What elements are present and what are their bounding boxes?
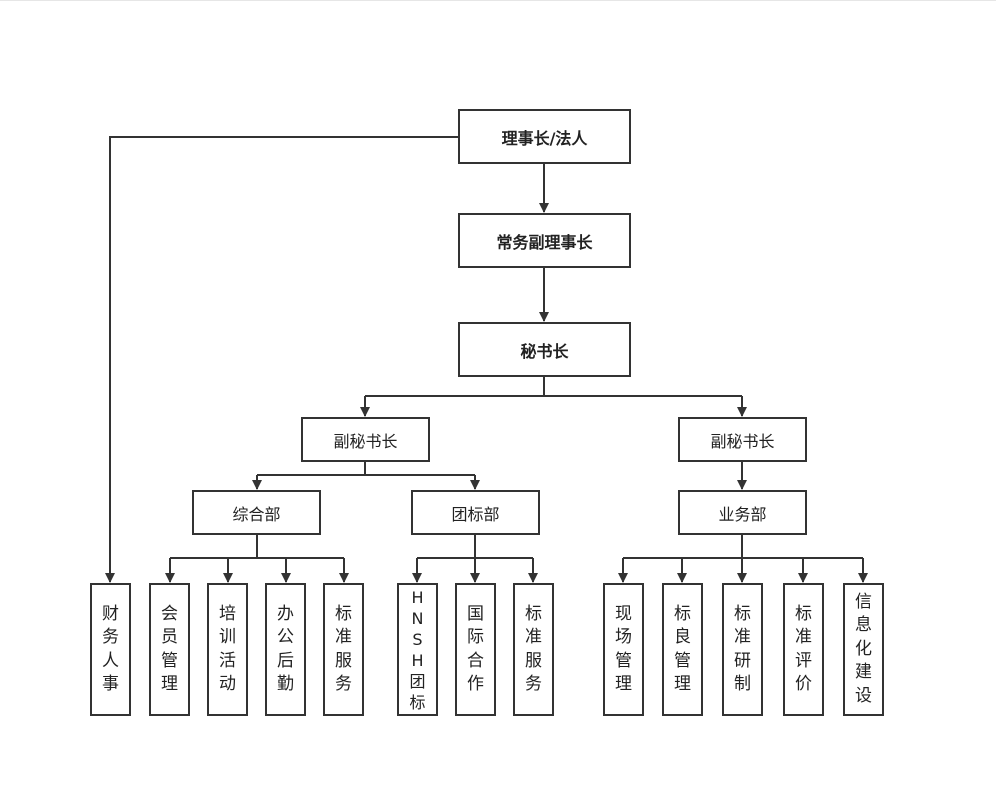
node-chairman: 理事长/法人 [458,109,631,164]
node-deputy-right-label: 副秘书长 [710,431,775,451]
node-dept-team-standards: 团标部 [411,490,540,535]
node-deputy-right: 副秘书长 [678,417,807,462]
node-unit-standard-service-2: 标准服务 [513,583,554,716]
node-unit-std-evaluation: 标准评价 [783,583,824,716]
node-unit-member-mgmt: 会员管理 [149,583,190,716]
node-unit-info-construction-label: 信息化建设 [855,591,872,706]
node-dept-business: 业务部 [678,490,807,535]
node-dept-general: 综合部 [192,490,321,535]
node-unit-training: 培训活动 [207,583,248,716]
node-unit-standard-service-1: 标准服务 [323,583,364,716]
node-unit-label-mgmt-label: 标良管理 [674,603,691,695]
node-unit-member-mgmt-label: 会员管理 [161,603,178,695]
node-unit-standard-service-1-label: 标准服务 [335,603,352,695]
node-unit-logistics: 办公后勤 [265,583,306,716]
connector-team-std-bus [417,535,533,559]
node-unit-intl-coop-label: 国际合作 [467,603,484,695]
node-secretary-general-label: 秘书长 [520,341,569,361]
node-dept-business-label: 业务部 [718,504,767,524]
node-unit-label-mgmt: 标良管理 [662,583,703,716]
connector-business-bus [623,535,863,559]
node-unit-site-mgmt: 现场管理 [603,583,644,716]
node-unit-training-label: 培训活动 [219,603,236,695]
node-unit-logistics-label: 办公后勤 [277,603,294,695]
connector-general-bus [170,535,344,559]
node-unit-info-construction: 信息化建设 [843,583,884,716]
node-unit-hnsh-team-std-label: HNSH团标 [409,587,426,712]
connector-secretary-bus [365,377,742,397]
node-dept-team-standards-label: 团标部 [451,504,500,524]
node-unit-hnsh-team-std: HNSH团标 [397,583,438,716]
node-vice-chairman-label: 常务副理事长 [496,232,593,252]
top-border [0,0,996,1]
node-vice-chairman: 常务副理事长 [458,213,631,268]
node-unit-site-mgmt-label: 现场管理 [615,603,632,695]
node-dept-general-label: 综合部 [232,504,281,524]
node-chairman-label: 理事长/法人 [501,128,588,148]
connector-deputy-left-bus [257,462,475,476]
node-secretary-general: 秘书长 [458,322,631,377]
node-deputy-left: 副秘书长 [301,417,430,462]
node-unit-std-research-label: 标准研制 [734,603,751,695]
node-unit-standard-service-2-label: 标准服务 [525,603,542,695]
node-deputy-left-label: 副秘书长 [333,431,398,451]
node-unit-std-evaluation-label: 标准评价 [795,603,812,695]
node-unit-finance-hr-label: 财务人事 [102,603,119,695]
node-unit-std-research: 标准研制 [722,583,763,716]
node-unit-finance-hr: 财务人事 [90,583,131,716]
node-unit-intl-coop: 国际合作 [455,583,496,716]
connector-chairman-finance [105,136,458,583]
